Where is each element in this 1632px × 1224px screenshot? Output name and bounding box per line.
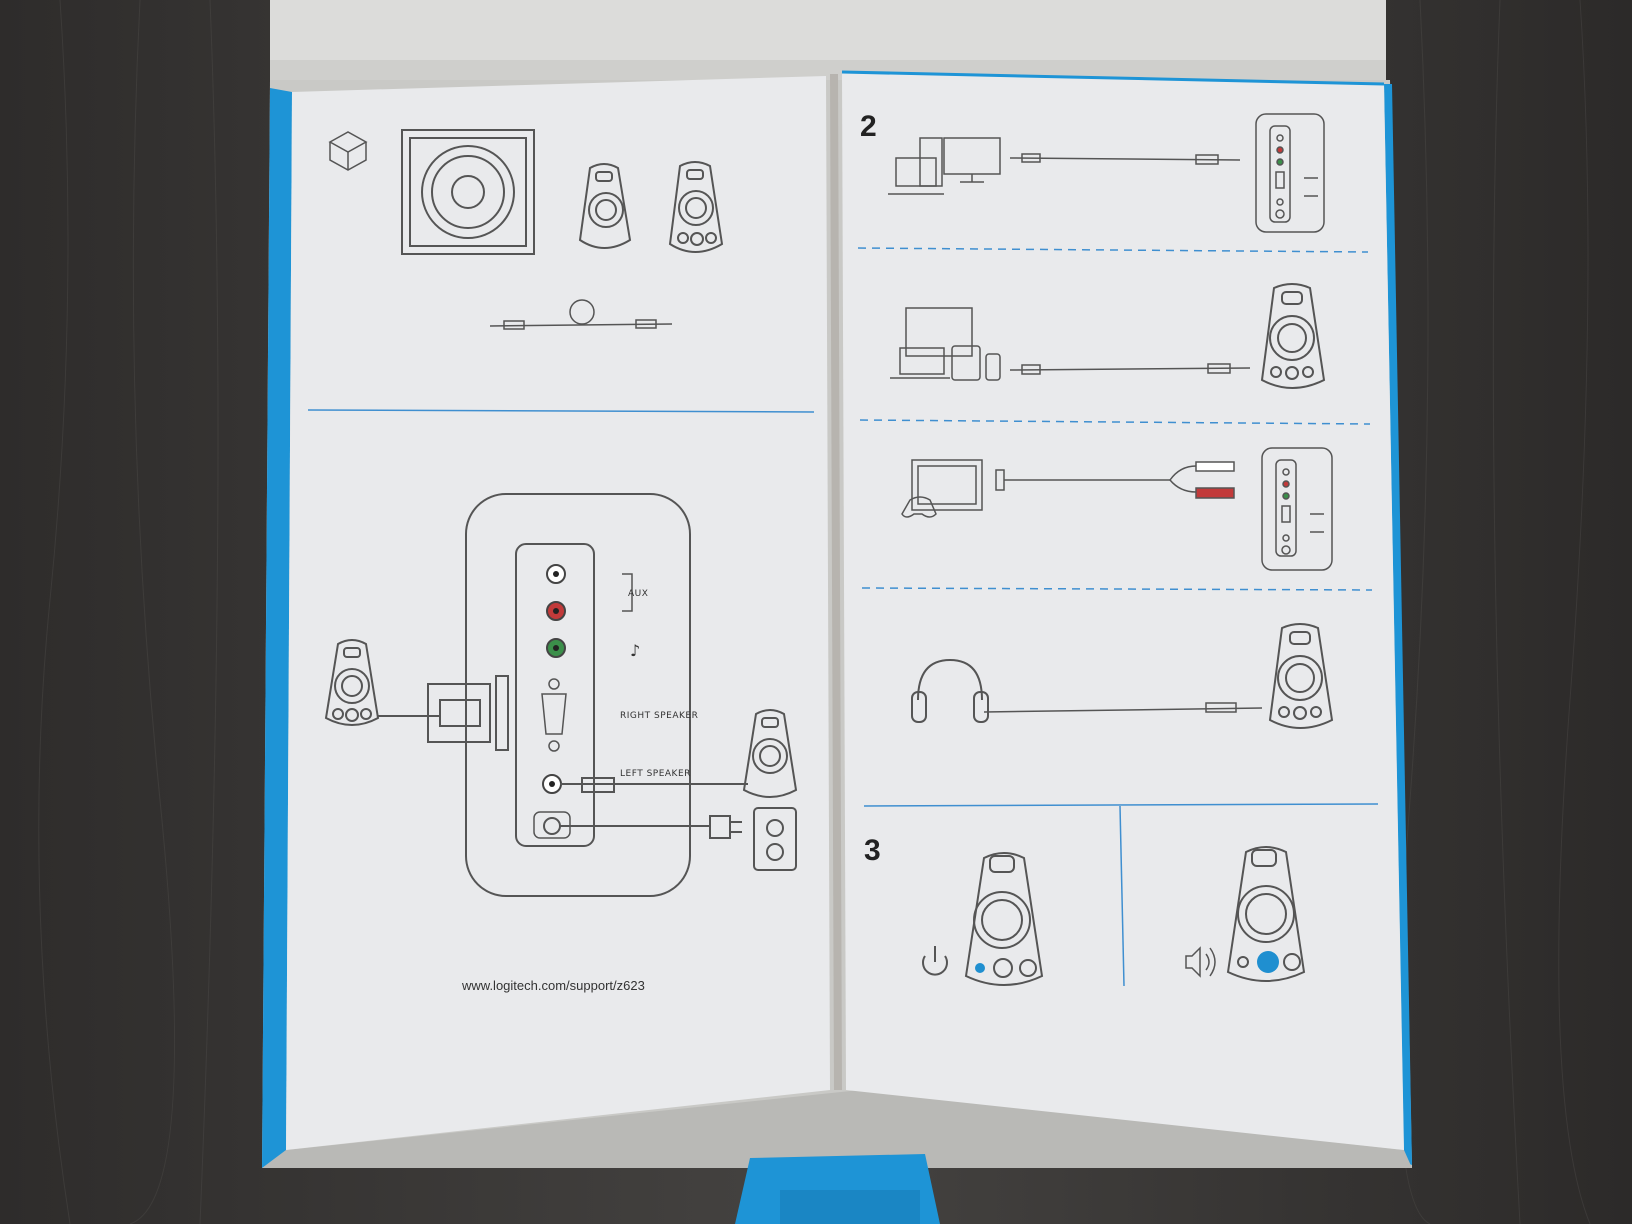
center-seam [830,73,842,1091]
control-pod-row-3 [1261,447,1333,571]
power-indicator [975,963,985,973]
satellite-speaker-2 [668,161,724,253]
left-speaker-jack [542,774,562,794]
aux-jack [546,564,566,584]
cable-row-4 [983,702,1263,713]
step-3-divider [863,803,1379,807]
rca-cable [995,461,1235,499]
speaker-step3-power [964,852,1044,986]
vga-port [541,678,567,752]
tv-console-drawing [911,459,983,511]
headphones-icon [911,658,989,723]
box-blue-edge-left [262,88,292,1168]
audio-cable-drawing [489,299,673,330]
power-icon [922,946,948,976]
cable-row-2 [1009,363,1251,375]
devices-drawing [890,307,1001,381]
subwoofer-drawing [401,129,535,255]
subwoofer-back-panel [465,493,691,897]
speaker-row-2 [1260,283,1326,389]
control-pod-row-1 [1255,113,1325,233]
music-note: ♪ [630,641,640,660]
satellite-speaker-1 [578,163,632,249]
wood-grain [38,0,1591,1224]
right-instruction-panel [842,72,1404,1150]
right-speaker-label: RIGHT SPEAKER [620,711,698,721]
box-icon [328,131,368,171]
left-divider [307,409,815,413]
step-3-vertical-divider [1119,805,1125,987]
speaker-row-4 [1268,623,1334,729]
green-jack [546,638,566,658]
dashed-divider-2 [859,419,1371,425]
power-cord [543,807,797,871]
support-url: www.logitech.com/support/z623 [461,978,645,993]
left-speaker-label: LEFT SPEAKER [620,769,691,779]
volume-icon [1185,946,1216,978]
step-3-number: 3 [864,834,881,867]
computer-drawing [888,137,1001,195]
volume-knob [1257,951,1279,973]
box-bottom-inner [262,1090,1412,1168]
step-2-number: 2 [860,110,877,143]
speaker-step3-volume [1226,846,1306,982]
right-satellite-connection [324,639,509,751]
box-blue-edge-right [1384,84,1412,1165]
dashed-divider-3 [861,587,1373,591]
cable-row-1 [1009,153,1241,165]
red-jack [546,601,566,621]
left-satellite-connection [560,709,798,798]
gamepad-icon [901,496,937,518]
dashed-divider-1 [857,247,1369,253]
aux-label: AUX [628,589,648,599]
